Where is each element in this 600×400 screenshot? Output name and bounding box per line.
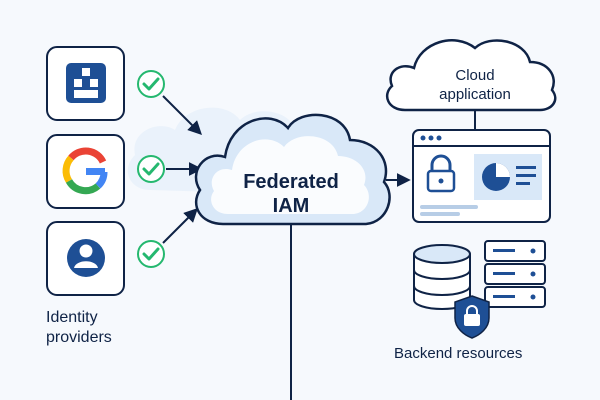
cloud-application-label-line2: application — [439, 86, 511, 103]
provider-card-google[interactable] — [46, 134, 125, 209]
arrow-microsoft-to-iam — [162, 95, 202, 135]
user-icon — [67, 239, 105, 277]
identity-providers-label-line1: Identity — [46, 309, 98, 326]
database-icon — [413, 244, 471, 310]
check-icon — [137, 240, 165, 268]
federated-iam-cloud — [194, 113, 391, 226]
check-icon — [137, 155, 165, 183]
check-icon — [137, 70, 165, 98]
shield-lock-icon — [454, 295, 490, 339]
federated-iam-label-line1: Federated — [243, 171, 339, 193]
cloud-application-label: Cloud application — [405, 66, 545, 104]
federated-iam-label: Federated IAM — [231, 170, 351, 218]
lock-icon — [426, 154, 456, 193]
arrow-user-to-iam — [162, 208, 198, 244]
app-window[interactable] — [412, 129, 551, 223]
pie-chart-icon — [482, 163, 536, 191]
identity-providers-label: Identity providers — [46, 308, 166, 348]
server-icon — [484, 240, 546, 308]
cloud-application-label-line1: Cloud — [455, 67, 495, 84]
provider-card-microsoft[interactable] — [46, 46, 125, 121]
provider-card-user[interactable] — [46, 221, 125, 296]
backend-resources-label: Backend resources — [394, 345, 523, 362]
google-g-icon — [62, 147, 108, 195]
cloud-application-cloud — [385, 39, 557, 112]
microsoft-grid-icon — [66, 63, 106, 103]
identity-providers-label-line2: providers — [46, 329, 112, 346]
federated-iam-label-line2: IAM — [272, 195, 310, 217]
